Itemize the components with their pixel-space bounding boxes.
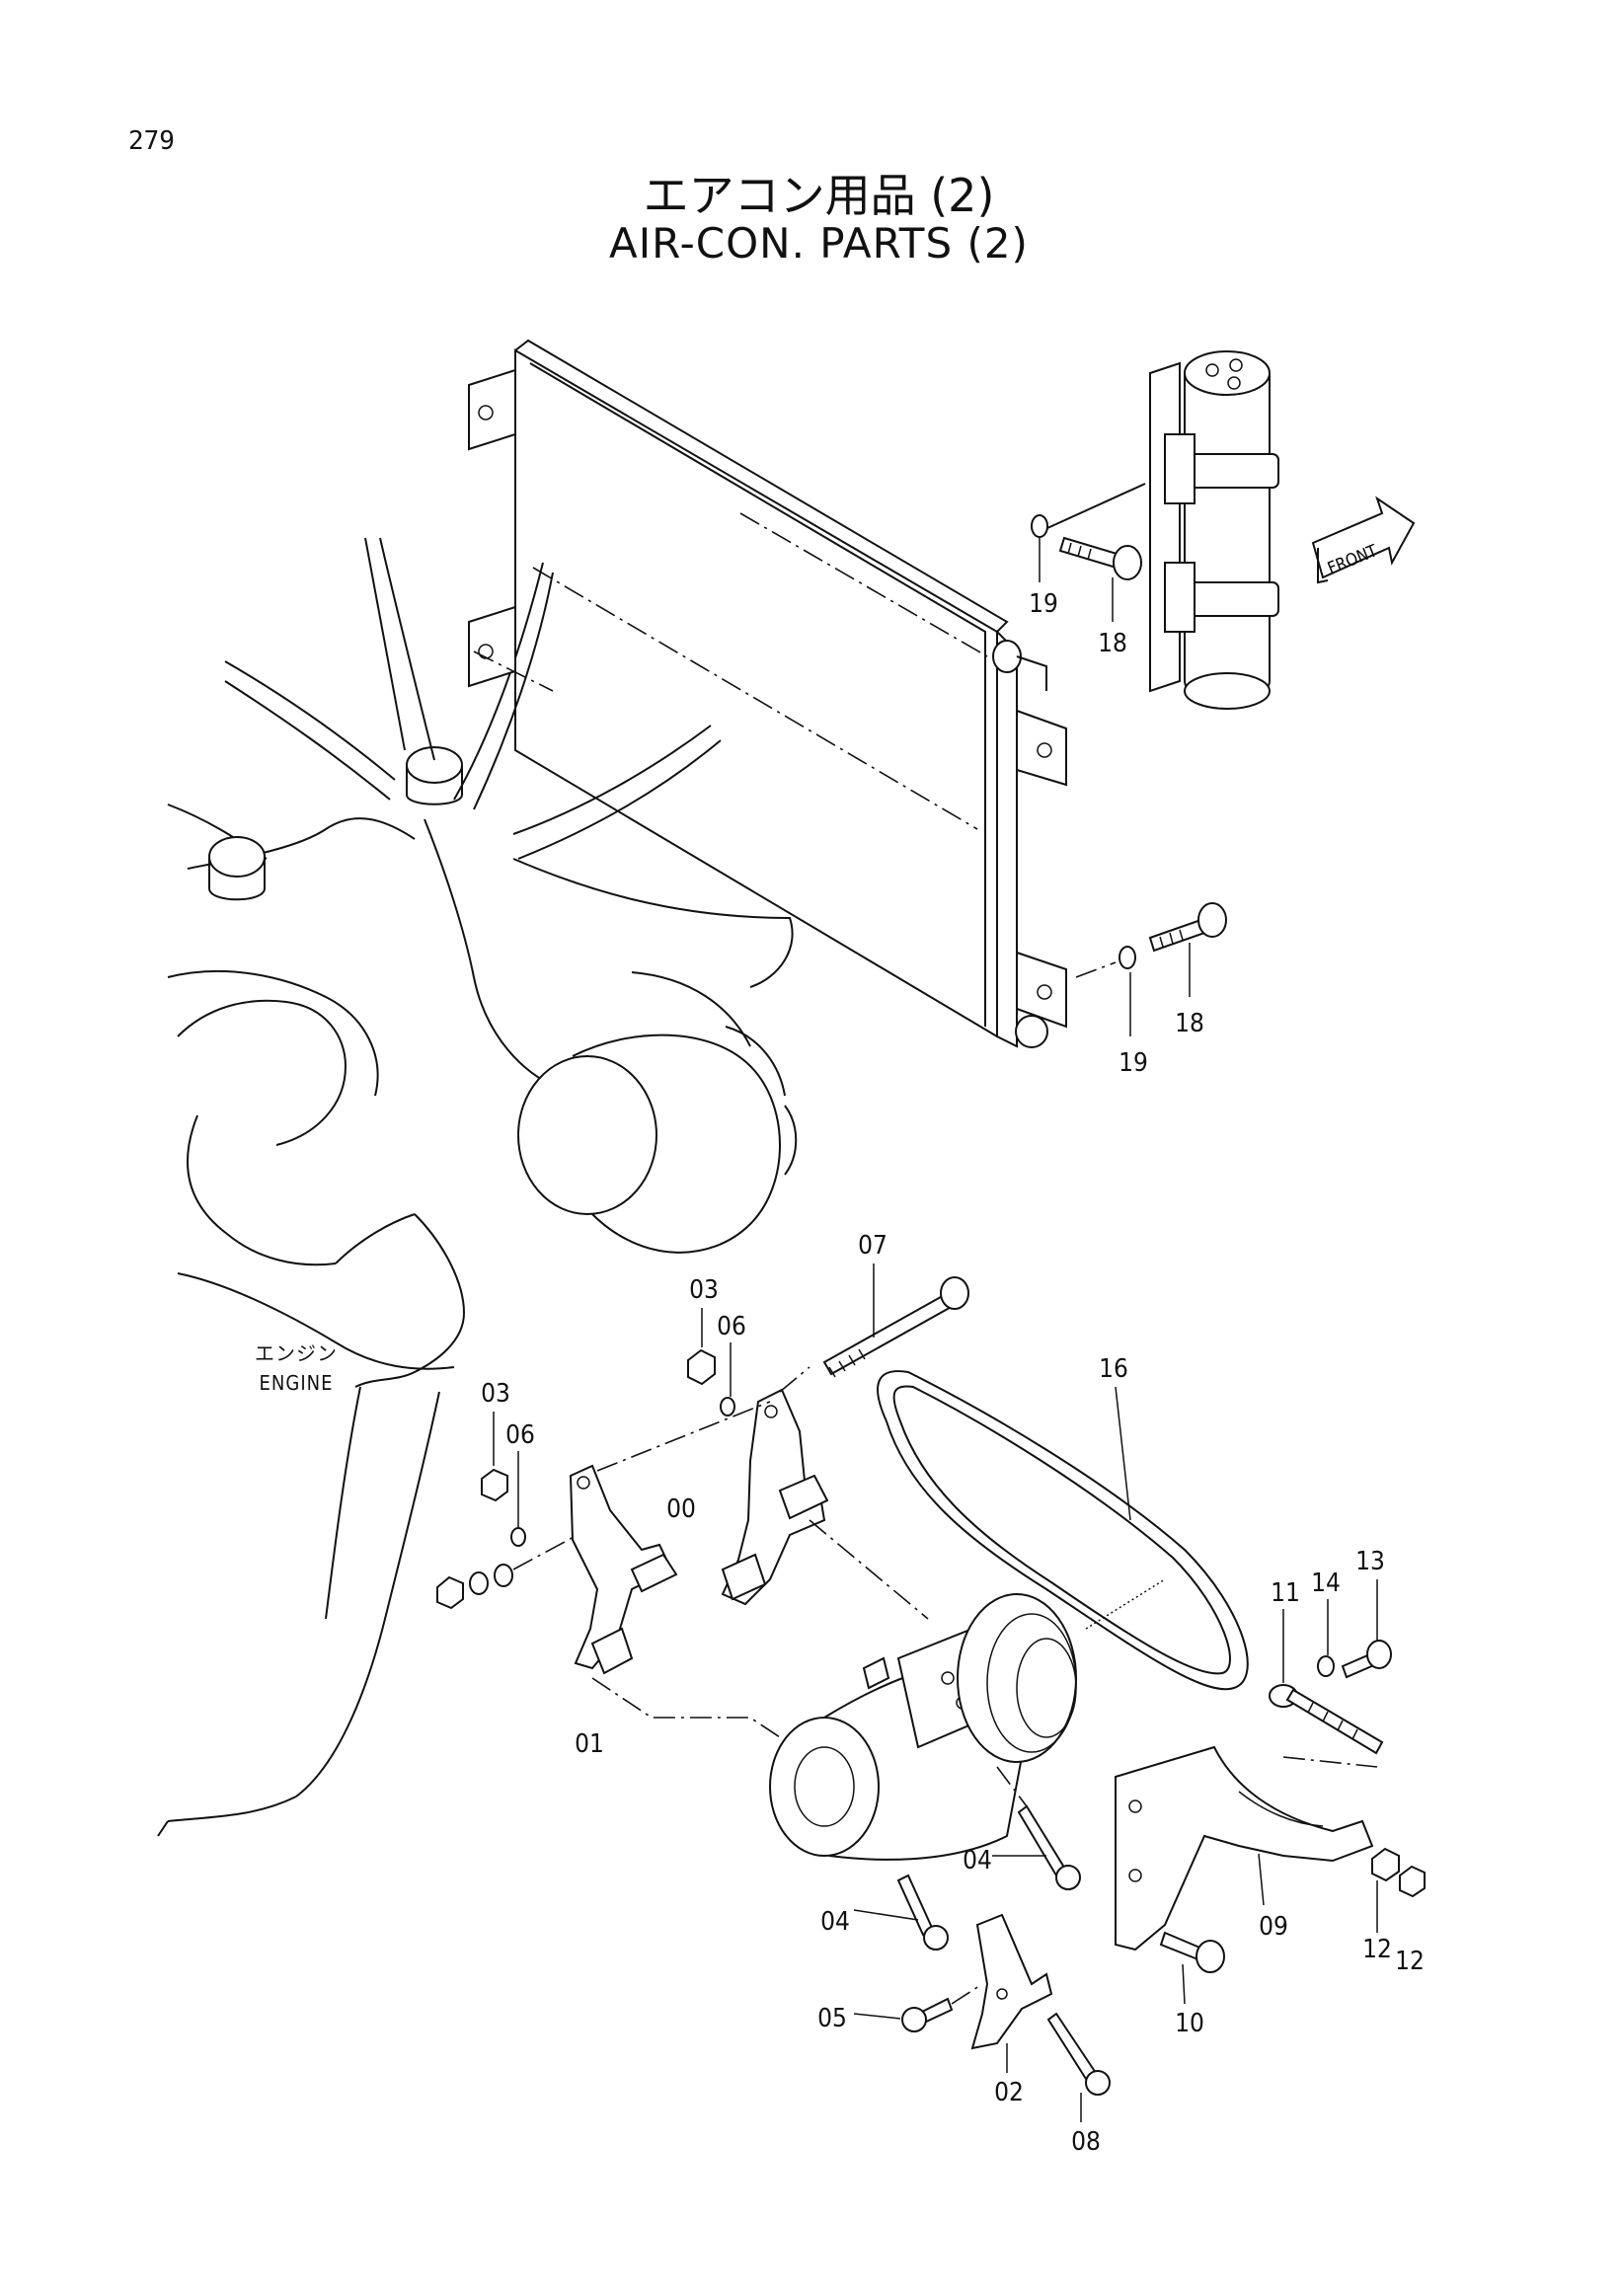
callout-14: 14 <box>1311 1569 1341 1598</box>
receiver-drier <box>1036 350 1279 710</box>
callout-02: 02 <box>994 2078 1024 2107</box>
bolt-10 <box>1159 1931 1225 1973</box>
callout-04-right: 04 <box>963 1846 992 1875</box>
front-direction-arrow <box>1311 496 1416 584</box>
callout-03-upper: 03 <box>689 1275 719 1305</box>
callout-18-upper: 18 <box>1098 629 1127 658</box>
nut-12-b <box>1399 1865 1426 1898</box>
callout-08: 08 <box>1071 2127 1101 2157</box>
bolt-04-left <box>896 1874 949 1951</box>
callout-12-a: 12 <box>1362 1935 1392 1964</box>
callout-19-lower: 19 <box>1119 1048 1148 1078</box>
washer-left-b <box>494 1564 513 1587</box>
bolt-07 <box>822 1276 969 1378</box>
bolt-08 <box>1046 2012 1111 2096</box>
callout-00: 00 <box>666 1494 696 1524</box>
washer-left-a <box>469 1571 489 1595</box>
callout-07: 07 <box>858 1231 887 1261</box>
bracket-00 <box>721 1388 829 1606</box>
bolt-13 <box>1341 1640 1392 1679</box>
callout-10: 10 <box>1175 2009 1204 2038</box>
callout-06-upper: 06 <box>717 1312 746 1341</box>
nut-left <box>436 1575 464 1610</box>
condenser-core <box>468 339 1067 1048</box>
callout-19-upper: 19 <box>1029 589 1058 619</box>
adjust-bolt-11 <box>1269 1684 1384 1755</box>
washer-14 <box>1317 1655 1335 1677</box>
engine-label-japanese: エンジン <box>255 1341 338 1365</box>
nut-12-a <box>1371 1847 1400 1882</box>
page-title-japanese: エアコン用品 (2) <box>643 169 995 222</box>
bolt-18-lower <box>1148 902 1227 953</box>
washer-06-lower <box>510 1527 526 1547</box>
compressor <box>769 1593 1077 1861</box>
bracket-01 <box>569 1464 678 1675</box>
callout-06-lower: 06 <box>505 1420 535 1450</box>
page-title-english: AIR-CON. PARTS (2) <box>609 219 1029 268</box>
callout-13: 13 <box>1355 1547 1385 1576</box>
nut-03-lower <box>481 1468 508 1502</box>
nut-03-upper <box>687 1348 716 1386</box>
bolt-04-right <box>1017 1804 1081 1890</box>
callout-11: 11 <box>1271 1578 1300 1608</box>
callout-18-lower: 18 <box>1175 1009 1204 1038</box>
callout-09: 09 <box>1259 1912 1288 1942</box>
washer-06-upper <box>720 1397 735 1416</box>
bolt-05 <box>901 1997 954 2032</box>
washer-19-upper <box>1031 514 1048 538</box>
bracket-02 <box>970 1913 1053 2050</box>
callout-04-left: 04 <box>820 1907 850 1937</box>
bracket-09 <box>1115 1745 1374 1952</box>
washer-19-lower <box>1119 946 1136 969</box>
callout-16: 16 <box>1099 1354 1128 1384</box>
callout-05: 05 <box>817 2004 847 2033</box>
callout-03-lower: 03 <box>481 1379 510 1409</box>
callout-12-b: 12 <box>1395 1947 1425 1976</box>
bolt-18-upper <box>1058 536 1142 580</box>
engine-outline <box>157 537 798 1837</box>
callout-01: 01 <box>575 1729 604 1759</box>
engine-label-english: ENGINE <box>260 1371 334 1395</box>
page-number: 279 <box>128 126 175 156</box>
v-belt-16 <box>877 1370 1249 1691</box>
